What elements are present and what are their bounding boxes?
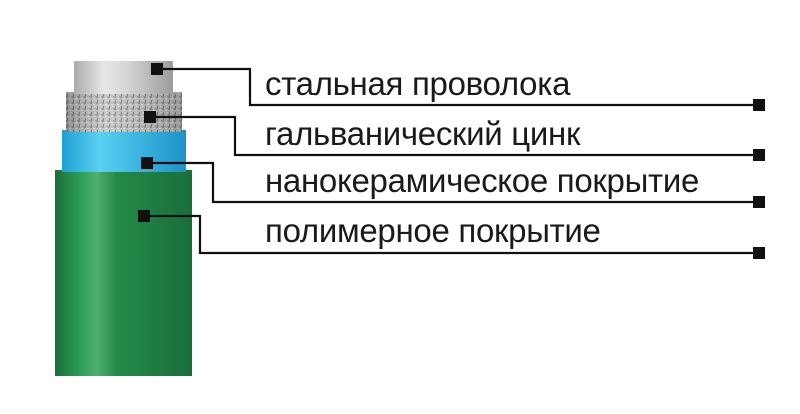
leader-line-nanoceramic [147, 161, 760, 204]
start-markers [138, 63, 163, 222]
polymer-coating-layer [55, 170, 192, 376]
label-steel-wire: стальная проволока [265, 65, 571, 102]
marker-start-nanoceramic [141, 157, 153, 169]
marker-end-steel-wire [753, 99, 765, 111]
marker-end-polymer [753, 247, 765, 259]
end-markers [753, 99, 765, 259]
marker-end-galvanic-zinc [753, 149, 765, 161]
label-polymer-coating: полимерное покрытие [265, 212, 601, 249]
marker-start-polymer [138, 210, 150, 222]
galvanic-zinc-shade [66, 92, 182, 132]
leader-lines [144, 67, 760, 255]
marker-start-galvanic-zinc [144, 111, 156, 123]
leader-line-galvanic-zinc [150, 115, 760, 157]
nanoceramic-coating-layer [62, 130, 186, 172]
marker-end-nanoceramic [753, 196, 765, 208]
leader-line-steel-wire [157, 67, 760, 107]
label-galvanic-zinc: гальванический цинк [265, 115, 581, 152]
marker-start-steel-wire [151, 63, 163, 75]
leader-line-polymer [144, 214, 760, 255]
label-nanoceramic-coating: нанокерамическое покрытие [265, 162, 700, 199]
